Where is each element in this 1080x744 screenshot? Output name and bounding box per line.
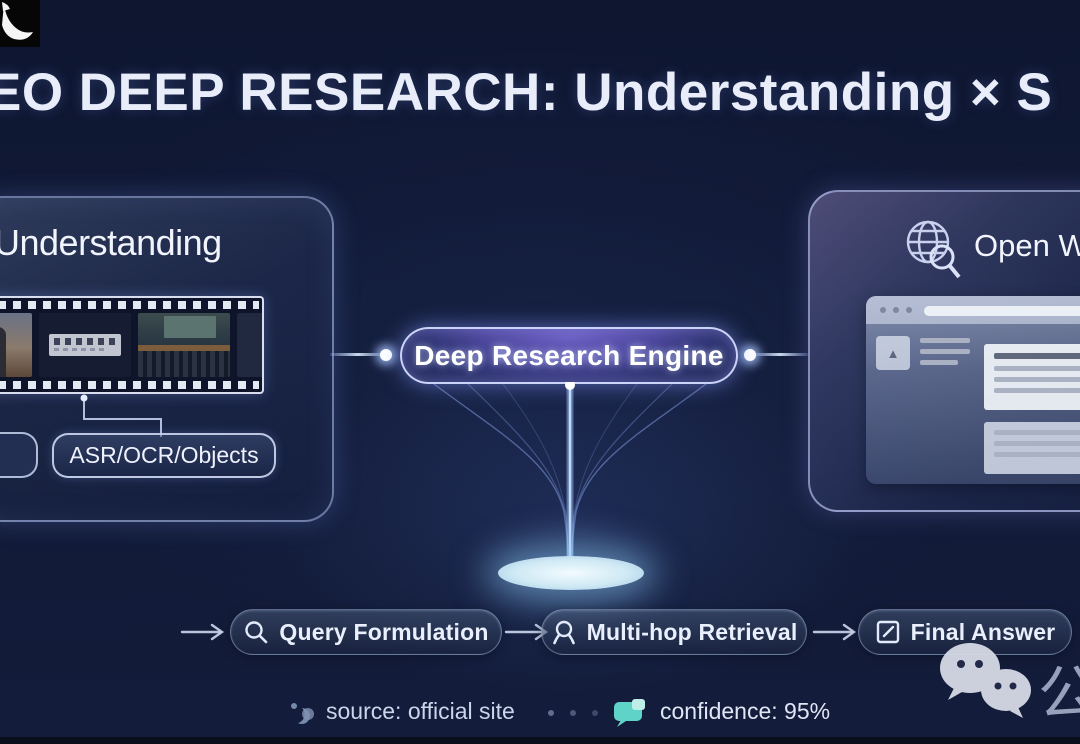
address-bar: [924, 306, 1080, 316]
video-frame-text-slide: [39, 313, 131, 377]
source-icon: [288, 700, 316, 726]
film-sprockets-bottom: [0, 381, 259, 389]
window-dot-icon: [880, 307, 886, 313]
compose-icon: [876, 620, 899, 644]
engine-funnel-beam: [428, 380, 712, 594]
left-edge-partial-pill: [0, 432, 38, 478]
window-dot-icon: [906, 307, 912, 313]
wechat-icon: [936, 640, 1042, 720]
brand-swoosh-icon: [2, 2, 33, 40]
left-panel-title: Understanding: [0, 222, 222, 263]
engine-label: Deep Research Engine: [414, 339, 724, 371]
asr-pill-label: ASR/OCR/Objects: [69, 442, 259, 468]
confidence-label: confidence: 95%: [660, 698, 831, 724]
browser-topbar: [866, 296, 1080, 324]
search-result-card: [984, 422, 1080, 474]
funnel-glow-base: [498, 556, 644, 590]
user-search-icon: [552, 620, 575, 645]
connector-dot-right: [744, 349, 756, 361]
separator-dot: [570, 710, 576, 716]
strip-to-pill-connector: [60, 393, 180, 441]
step-label: Multi-hop Retrieval: [586, 618, 798, 645]
connector-left: [330, 353, 386, 356]
asr-ocr-objects-pill: ASR/OCR/Objects: [52, 433, 276, 478]
flow-arrow: [812, 622, 860, 642]
separator-dot: [592, 710, 598, 716]
connector-dot-left: [380, 349, 392, 361]
step-label: Final Answer: [910, 618, 1056, 645]
bottom-letterbox: [0, 737, 1080, 744]
search-icon: [245, 621, 268, 644]
page-title: EO DEEP RESEARCH: Understanding × S: [0, 63, 1053, 122]
brand-logo: [0, 0, 40, 47]
source-label: source: official site: [326, 698, 515, 724]
snippet-text-block: [920, 338, 972, 371]
image-placeholder-icon: ▲: [876, 336, 910, 370]
step-label: Query Formulation: [279, 618, 489, 645]
video-film-strip: [0, 296, 264, 394]
window-dot-icon: [893, 307, 899, 313]
deep-research-engine-pill: Deep Research Engine: [400, 327, 738, 384]
watermark-text: 公: [1038, 661, 1080, 728]
flow-arrow: [180, 622, 228, 642]
separator-dot: [548, 710, 554, 716]
video-frame-partial: [237, 313, 262, 377]
chat-bubble-icon: [612, 698, 650, 728]
video-frame-group-photo: [138, 313, 230, 377]
search-result-card: [984, 344, 1080, 410]
right-panel-title: Open W: [974, 228, 1080, 263]
connector-right: [752, 353, 808, 356]
pipeline-step-query-formulation: Query Formulation: [230, 609, 502, 655]
globe-search-icon: [902, 216, 964, 284]
film-sprockets-top: [0, 301, 259, 309]
pipeline-step-multihop-retrieval: Multi-hop Retrieval: [541, 609, 807, 655]
video-frame-person: [0, 313, 32, 377]
browser-mockup: ▲: [866, 296, 1080, 484]
video-frames: [0, 313, 262, 377]
